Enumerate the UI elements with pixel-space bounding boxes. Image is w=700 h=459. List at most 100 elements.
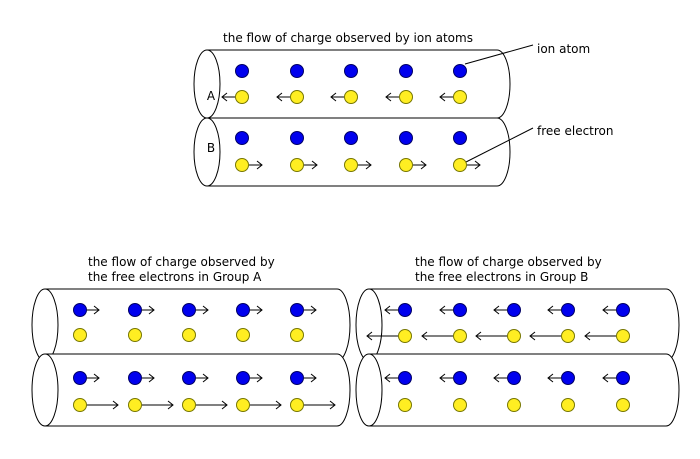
ion-atom: [561, 371, 575, 385]
motion-arrowhead: [602, 305, 609, 315]
free-electron: [399, 158, 413, 172]
free-electron: [236, 328, 250, 342]
label-a: A: [207, 89, 216, 103]
motion-arrowhead: [366, 331, 373, 341]
free-electron: [507, 329, 521, 343]
motion-arrowhead: [474, 160, 481, 170]
free-electron: [290, 328, 304, 342]
motion-arrowhead: [167, 400, 174, 410]
panel-a-wire-b: [31, 353, 351, 427]
ion-atom: [453, 64, 467, 78]
motion-arrowhead: [439, 92, 446, 102]
panel-b-title-line2: the free electrons in Group B: [415, 270, 588, 284]
free-electron: [182, 328, 196, 342]
ion-atom: [290, 303, 304, 317]
panel-b-title-line1: the flow of charge observed by: [415, 255, 602, 269]
ion-atom: [182, 371, 196, 385]
free-electron: [561, 329, 575, 343]
ion-atom: [453, 371, 467, 385]
ion-atom: [399, 131, 413, 145]
motion-arrowhead: [221, 400, 228, 410]
free-electron: [73, 398, 87, 412]
free-electron: [73, 328, 87, 342]
free-electron: [235, 158, 249, 172]
motion-arrowhead: [148, 305, 155, 315]
motion-arrowhead: [547, 373, 554, 383]
motion-arrowhead: [475, 331, 482, 341]
ion-atom: [453, 131, 467, 145]
label-b: B: [207, 141, 215, 155]
panel-b-wire-b: [355, 353, 680, 427]
ion-atom: [236, 303, 250, 317]
ion-atom: [235, 64, 249, 78]
free-electron: [453, 398, 467, 412]
motion-arrowhead: [256, 373, 263, 383]
motion-arrowhead: [256, 305, 263, 315]
ion-atom: [616, 303, 630, 317]
top-wire-a: [193, 49, 511, 119]
ion-atom: [616, 371, 630, 385]
ion-atom: [453, 303, 467, 317]
motion-arrowhead: [493, 373, 500, 383]
motion-arrowhead: [276, 92, 283, 102]
motion-arrowhead: [439, 305, 446, 315]
free-electron: [290, 398, 304, 412]
free-electron: [453, 158, 467, 172]
motion-arrowhead: [330, 92, 337, 102]
ion-atom: [399, 64, 413, 78]
free-electron: [399, 90, 413, 104]
free-electron: [344, 90, 358, 104]
top-particles: [221, 64, 481, 172]
motion-arrowhead: [420, 160, 427, 170]
top-wire-b: [193, 117, 511, 187]
motion-arrowhead: [421, 331, 428, 341]
motion-arrowhead: [112, 400, 119, 410]
motion-arrowhead: [547, 305, 554, 315]
ion-atom: [236, 371, 250, 385]
panel-a-title-line1: the flow of charge observed by: [88, 255, 275, 269]
motion-arrowhead: [221, 92, 228, 102]
free-electron: [344, 158, 358, 172]
motion-arrowhead: [493, 305, 500, 315]
motion-arrowhead: [256, 160, 263, 170]
ion-atom: [344, 131, 358, 145]
motion-arrowhead: [329, 400, 336, 410]
motion-arrowhead: [311, 160, 318, 170]
ion-atom-label: ion atom: [537, 42, 590, 56]
ion-atom: [235, 131, 249, 145]
ion-atom: [128, 371, 142, 385]
motion-arrowhead: [93, 373, 100, 383]
free-electron: [453, 90, 467, 104]
ion-callout-line: [464, 44, 534, 65]
free-electron: [561, 398, 575, 412]
ion-atom: [398, 303, 412, 317]
free-electron: [236, 398, 250, 412]
free-electron: [616, 398, 630, 412]
motion-arrowhead: [384, 373, 391, 383]
panel-a-title-line2: the free electrons in Group A: [88, 270, 262, 284]
motion-arrowhead: [93, 305, 100, 315]
free-electron-label: free electron: [537, 124, 614, 138]
motion-arrowhead: [202, 305, 209, 315]
free-electron: [235, 90, 249, 104]
motion-arrowhead: [439, 373, 446, 383]
ion-atom: [290, 371, 304, 385]
motion-arrowhead: [584, 331, 591, 341]
panel-a-wire-a: [31, 288, 351, 362]
ion-atom: [73, 371, 87, 385]
ion-atom: [128, 303, 142, 317]
panel-b-wire-a: [355, 288, 680, 362]
ion-atom: [398, 371, 412, 385]
motion-arrowhead: [148, 373, 155, 383]
ion-atom: [290, 64, 304, 78]
motion-arrowhead: [529, 331, 536, 341]
ion-atom: [73, 303, 87, 317]
ion-atom: [290, 131, 304, 145]
free-electron: [616, 329, 630, 343]
motion-arrowhead: [310, 373, 317, 383]
panel-b-particles: [366, 303, 630, 412]
ion-atom: [344, 64, 358, 78]
ion-atom: [507, 371, 521, 385]
ion-atom: [182, 303, 196, 317]
